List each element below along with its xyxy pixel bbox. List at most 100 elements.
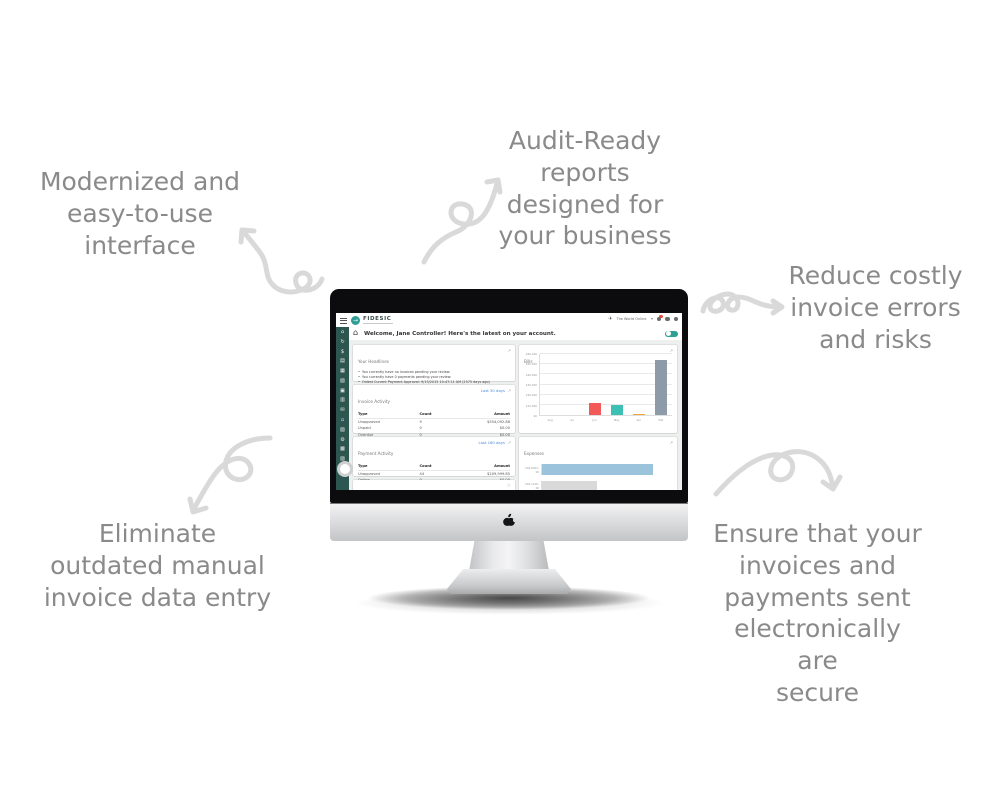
invoice-activity-title: Invoice Activity [358,399,390,404]
headline-item: •You currently have 0 payments pending y… [358,375,452,380]
monitor-screen: → FIDESIC ✈ The World Online ⌂ Welcome, … [336,313,682,490]
arrow-doodle-bottom-right-icon [713,449,843,497]
callout-ensure-secure: Ensure that your invoices and payments s… [713,519,922,707]
bar-mar [654,360,668,415]
notification-badge [659,314,663,319]
star-icon[interactable]: ☆ [506,483,511,489]
sidebar-item-analytics[interactable]: ▨ [340,456,345,463]
help-icon[interactable] [673,316,678,322]
bar-apr [632,413,646,415]
arrow-doodle-bottom-left-icon [187,435,273,515]
x-tick-label: Aug [547,418,553,422]
x-tick-label: Mar [658,418,664,422]
callout-reduce-errors: Reduce costly invoice errors and risks [788,261,963,354]
notifications-bell-icon[interactable] [656,314,663,322]
x-tick-label: May [613,418,620,422]
headlines-title: Your Headlines [358,359,389,364]
app-header: → FIDESIC ✈ The World Online [336,313,682,328]
chevron-down-icon[interactable] [650,318,653,320]
bills-chart: $0$10,000$20,000$30,000$40,000$50,000$60… [523,352,673,424]
expand-icon[interactable]: ↗ [507,439,511,445]
headlines-list: •You currently have no invoices pending … [358,370,510,386]
hamburger-menu-icon[interactable] [340,317,347,326]
headlines-card: Your Headlines ↗ •You currently have no … [353,345,515,384]
sidebar-item-checkout[interactable]: ▩ [340,446,345,453]
home-icon: ⌂ [353,328,359,337]
fidesic-logo-icon[interactable]: → [351,315,360,325]
payment-activity-title: Payment Activity [358,451,394,456]
brand-name: FIDESIC [363,315,392,322]
welcome-message: Welcome, Jane Controller! Here's the lat… [364,330,556,337]
bills-xlabels: Aug Jul Jun May Apr Mar [539,417,672,424]
y-tick-label: $10,000 [525,403,537,408]
y-tick-label: $30,000 [525,383,537,387]
bar-202-1100-00 [542,480,597,490]
expense-row: 202-1100-00 [524,480,672,490]
headline-item: •Oldest Current Payment Approval: 9/15/2… [358,380,490,385]
bills-ylabels: $0$10,000$20,000$30,000$40,000$50,000$60… [523,352,538,418]
expense-row: 102-8001-00 [524,463,672,476]
sidebar-item-payments[interactable]: $ [340,348,345,355]
bills-card: Bills ↗ $0$10,000$20,000$30,000$40,000$5… [519,345,677,433]
arrow-doodle-top-left-icon [238,227,325,295]
callout-modernized: Modernized and easy-to-use interface [39,167,241,260]
monitor-stand-neck [469,540,549,571]
sidebar: ⌂ ↻ $ ▤ ▦ ▧ ▣ ▥ ✉ ▫ ▧ ⚙ ▩ ▨ [336,327,349,490]
brand-tagline [363,322,393,324]
apple-logo-icon [503,513,516,526]
callout-eliminate-entry: Eliminate outdated manual invoice data e… [43,519,272,612]
x-tick-label: Jun [592,418,597,422]
sidebar-item-mail[interactable]: ✉ [340,407,345,414]
expenses-plot: 102-8001-00 202-1100-00 [524,463,672,490]
sidebar-item-refresh[interactable]: ↻ [340,338,345,345]
y-tick-label: $60,000 [525,352,537,356]
welcome-bar: ⌂ Welcome, Jane Controller! Here's the l… [349,327,682,341]
bills-plot [539,353,672,416]
invoice-range-link[interactable]: Last 30 days [480,388,505,393]
chat-button[interactable] [337,461,353,477]
expense-label: 202-1100-00 [525,482,539,490]
sidebar-item-home[interactable]: ⌂ [340,329,345,335]
sidebar-item-company[interactable]: ▤ [340,358,345,365]
settings-gear-icon[interactable] [665,316,670,322]
sidebar-item-invoices[interactable]: ▧ [340,377,345,384]
bar-102-8001-00 [542,464,653,475]
expand-icon[interactable]: ↗ [507,387,511,393]
sidebar-item-archive[interactable]: ▫ [340,417,345,424]
sidebar-item-calendar[interactable]: ▦ [340,368,345,375]
expand-icon[interactable]: ↗ [669,347,673,353]
send-icon[interactable]: ✈ [608,316,613,322]
expand-icon[interactable]: ↗ [507,347,511,353]
expense-label: 102-8001-00 [525,465,539,474]
x-tick-label: Apr [636,418,642,422]
arrow-doodle-top-center-icon [421,177,503,265]
dashboard-toggle[interactable] [665,330,678,337]
bar-jun [588,403,602,415]
y-tick-label: $50,000 [525,362,537,367]
bills-title: Bills [524,359,533,364]
bar-may [610,405,624,415]
tweets-card: Tweetsby @FidesicSoftware ☆ → Fidesic @F… [353,480,515,490]
monitor-stand-base [447,569,571,594]
payment-range-link[interactable]: Last 180 days [478,440,505,445]
sidebar-item-reports[interactable]: ▥ [340,397,345,404]
expenses-title: Expenses [524,451,544,456]
y-tick-label: $0 [533,414,537,418]
account-dropdown[interactable]: The World Online [616,317,647,321]
sidebar-item-vendors[interactable]: ▧ [340,426,345,433]
sidebar-item-cart[interactable]: ▣ [340,387,345,394]
arrow-doodle-right-icon [700,291,785,316]
sidebar-item-settings[interactable]: ⚙ [340,436,345,443]
x-tick-label: Jul [570,418,574,422]
expand-icon[interactable]: ↗ [669,439,673,445]
callout-audit-ready: Audit-Ready reports designed for your bu… [498,126,672,251]
